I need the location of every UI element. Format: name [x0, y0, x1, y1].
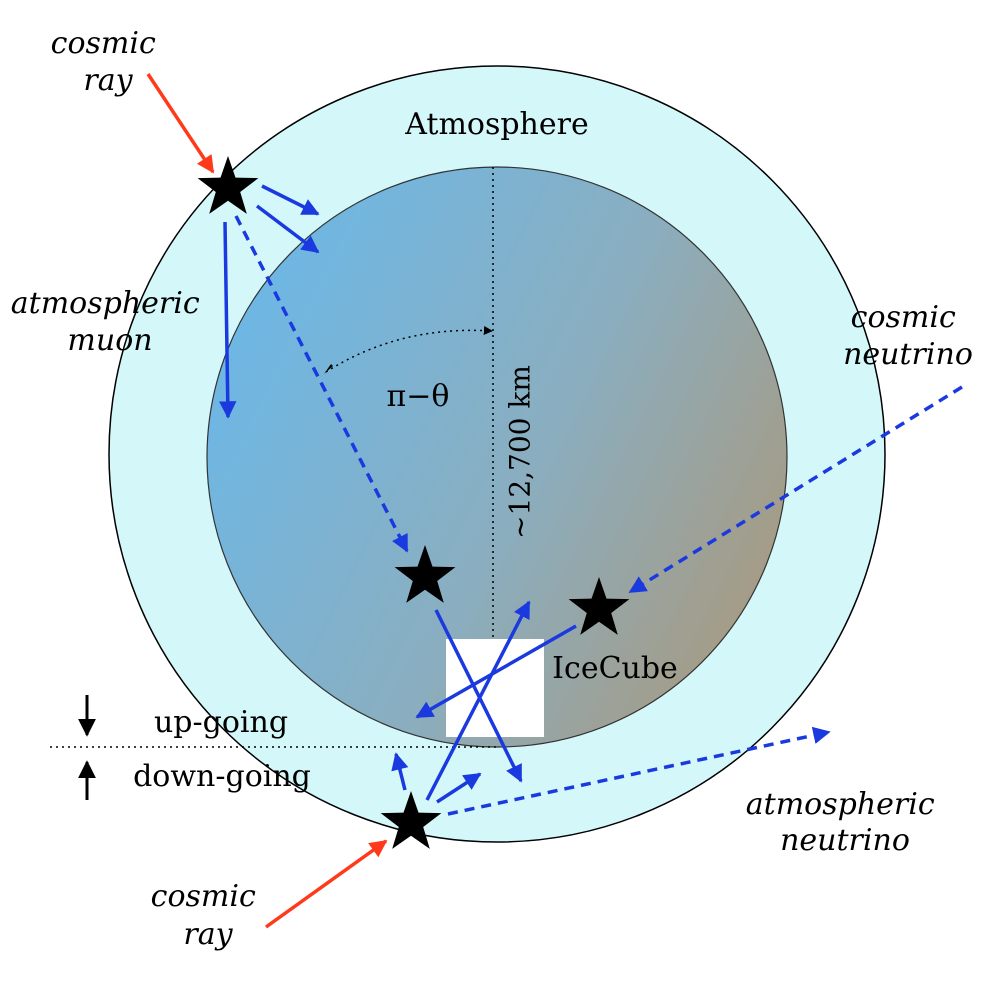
earth-circle — [206, 166, 788, 748]
atmospheric-muon-arrow — [219, 221, 237, 419]
star-icon — [394, 545, 456, 603]
track-horizontal — [415, 624, 577, 719]
diameter-label: ~12,700 km — [504, 365, 537, 539]
atmospheric-muon-label: atmospheric muon — [11, 286, 209, 358]
angle-label: π−θ — [387, 379, 450, 414]
cosmic-neutrino-label: cosmic neutrino — [843, 300, 973, 372]
shower-arrow-top-2 — [255, 204, 320, 254]
cosmic-ray-top-label: cosmic ray — [51, 26, 166, 98]
cosmic-ray-arrow-top — [146, 73, 215, 174]
down-going-label: down-going — [133, 759, 311, 794]
up-going-label: up-going — [154, 705, 288, 740]
shower-arrow-bottom-2 — [436, 772, 482, 804]
cosmic-neutrino-dashed-arrow — [628, 385, 963, 594]
angle-arc-start-tick — [324, 364, 333, 374]
star-icon — [197, 156, 259, 214]
track-down-going — [434, 609, 523, 783]
star-icon — [380, 791, 442, 849]
icecube-label: IceCube — [552, 651, 678, 686]
atmospheric-neutrino-dashed-arrow-top — [234, 215, 409, 553]
atmosphere-label: Atmosphere — [404, 107, 588, 142]
shower-arrow-bottom-1 — [391, 752, 409, 791]
star-icon — [568, 577, 630, 635]
cosmic-ray-arrow-bottom — [264, 839, 388, 929]
atmospheric-neutrino-label: atmospheric neutrino — [746, 787, 944, 858]
shower-arrow-top-1 — [261, 184, 320, 216]
atmospheric-neutrino-dashed-arrow-bottom — [447, 726, 831, 816]
track-up-going — [425, 600, 531, 801]
cosmic-ray-bottom-label: cosmic ray — [151, 879, 266, 952]
angle-arc — [325, 325, 493, 373]
